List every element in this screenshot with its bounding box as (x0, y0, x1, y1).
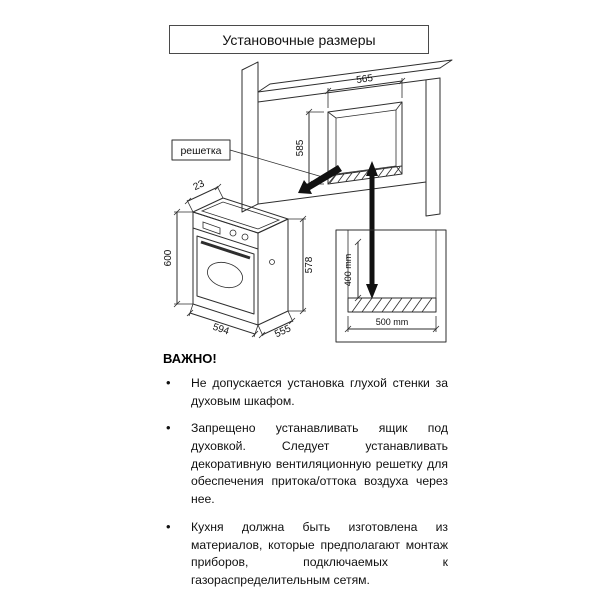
bullet-text: Кухня должна быть изготовлена из материа… (191, 519, 448, 587)
oven-knob-icon (241, 233, 249, 241)
oven-door-window (207, 261, 243, 289)
oven-drawing (192, 197, 289, 326)
important-section: ВАЖНО! Не допускается установка глухой с… (163, 351, 448, 600)
grille-callout-label: решетка (180, 145, 221, 157)
dim-top-inset-label: 23 (192, 178, 207, 193)
important-bullet-3: Кухня должна быть изготовлена из материа… (163, 518, 448, 590)
vent-grille (327, 165, 403, 184)
oven-dimensions: 23 600 594 555 578 (163, 178, 315, 340)
bullet-text: Не допускается установка глухой стенки з… (191, 376, 448, 408)
insertion-arrow-icon (298, 165, 342, 194)
dim-vent-width-label: 500 mm (376, 317, 409, 327)
dim-vent-height-label: 400 mm (343, 254, 353, 287)
dim-oven-height-label: 600 (163, 249, 174, 266)
dim-oven-body-height-label: 578 (304, 256, 315, 273)
oven-knob-icon (229, 229, 237, 237)
dim-niche-width-label: 565 (356, 73, 374, 86)
dim-oven-depth-label: 555 (273, 323, 293, 340)
bullet-text: Запрещено устанавливать ящик под духовко… (191, 421, 448, 507)
important-bullet-1: Не допускается установка глухой стенки з… (163, 374, 448, 410)
cabinet-drawing (241, 59, 453, 217)
clearance-inset: 400 mm 500 mm (335, 229, 447, 343)
dim-oven-width-label: 594 (211, 322, 231, 338)
important-heading: ВАЖНО! (163, 351, 217, 366)
grille-callout: решетка (171, 139, 327, 179)
important-list: Не допускается установка глухой стенки з… (163, 374, 448, 590)
page-title: Установочные размеры (169, 25, 429, 54)
important-bullet-2: Запрещено устанавливать ящик под духовко… (163, 419, 448, 508)
oven-handle (200, 240, 251, 260)
dim-niche-height-label: 585 (295, 139, 306, 156)
